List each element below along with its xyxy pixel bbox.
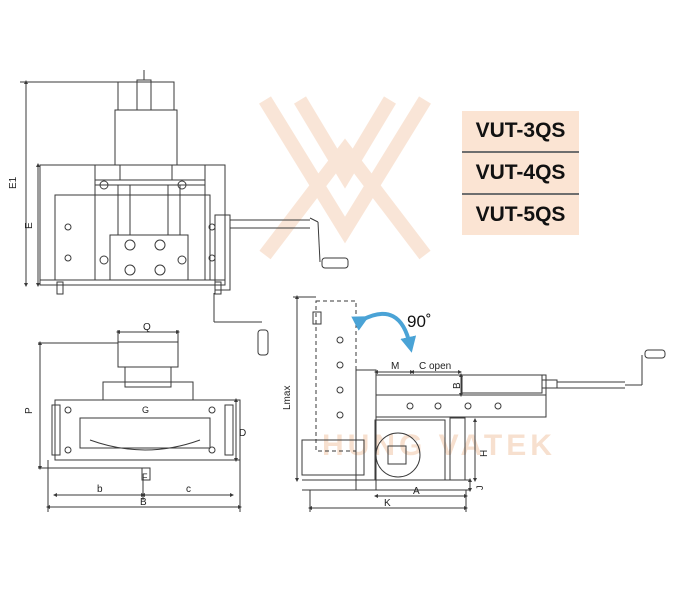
- label-e: E: [24, 222, 35, 229]
- label-c-open: C open: [419, 361, 451, 372]
- label-h: H: [479, 450, 490, 457]
- model-separator: [462, 151, 579, 153]
- watermark-text: HUNG VATEK: [322, 429, 556, 462]
- model-list: VUT-3QS VUT-4QS VUT-5QS: [462, 111, 579, 235]
- label-f: F: [142, 472, 148, 482]
- model-vut-5qs: VUT-5QS: [462, 195, 579, 235]
- label-j: J: [475, 486, 485, 491]
- label-q: Q: [143, 322, 151, 333]
- label-d: D: [239, 428, 246, 439]
- label-m: M: [391, 361, 399, 372]
- label-lmax: Lmax: [282, 386, 293, 410]
- top-view: [20, 70, 349, 356]
- side-view: [293, 295, 666, 512]
- label-c: c: [186, 484, 191, 495]
- label-a: A: [413, 486, 420, 497]
- label-e1: E1: [8, 176, 19, 189]
- label-b-side: B: [452, 382, 463, 389]
- label-k: K: [384, 498, 391, 509]
- rotation-angle-label: 90˚: [407, 312, 432, 331]
- rotation-arrow: [351, 311, 417, 353]
- label-b-small: b: [97, 484, 103, 495]
- label-p: P: [24, 407, 35, 414]
- label-g: G: [142, 405, 149, 415]
- watermark-logo: [259, 96, 431, 260]
- model-vut-3qs: VUT-3QS: [462, 111, 579, 151]
- label-b: B: [140, 497, 147, 508]
- model-separator: [462, 193, 579, 195]
- front-view: [38, 330, 242, 512]
- model-vut-4qs: VUT-4QS: [462, 153, 579, 193]
